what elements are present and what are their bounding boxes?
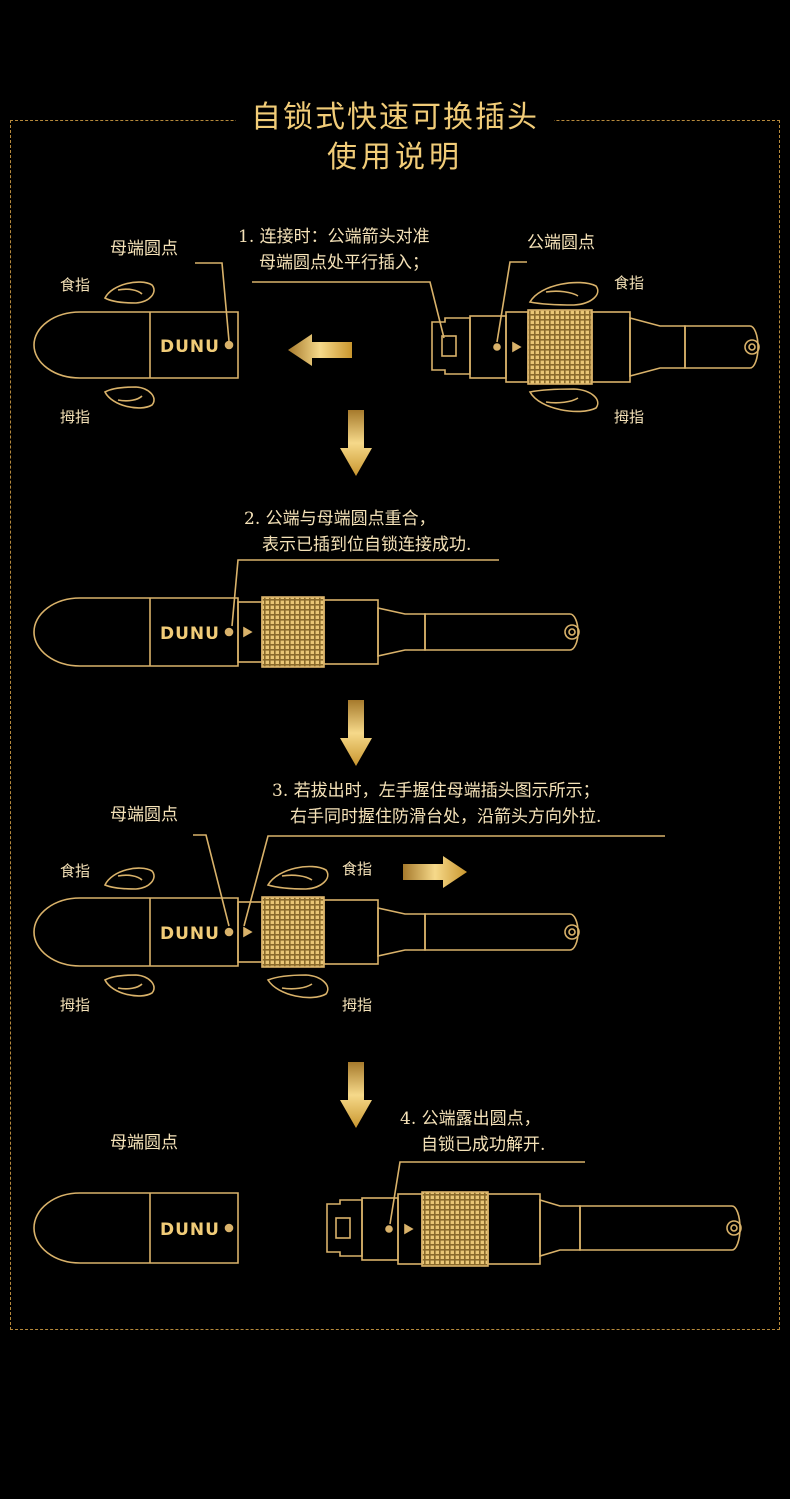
assembled-plug-2 [33,596,580,668]
index-finger-left-1 [103,281,155,304]
pointer-step2 [231,559,499,627]
page-subtitle: 使用说明 [327,140,463,175]
arrow-left-icon [288,334,352,366]
step3-female-dot-label: 母端圆点 [110,805,178,825]
brand-logo-1: DUNU [160,337,220,357]
pointer-female-1 [195,262,230,342]
male-plug-4 [326,1191,742,1267]
brand-logo-2: DUNU [160,624,220,644]
index-finger-right-1 [528,281,599,306]
step3-line2: 右手同时握住防滑台处，沿箭头方向外拉. [290,807,602,827]
step3-line1: 3. 若拔出时，左手握住母端插头图示所示； [272,781,600,801]
female-plug-4 [33,1192,239,1264]
step1-thumb-right: 拇指 [614,408,645,426]
pointer-step1 [252,281,445,339]
step1-female-dot-label: 母端圆点 [110,239,178,259]
step1-index-right: 食指 [614,274,645,292]
step2-line1: 2. 公端与母端圆点重合， [244,509,436,529]
step3-index-left: 食指 [60,862,91,880]
pointer-step3 [243,835,665,927]
male-plug-1 [431,309,760,385]
step1-line2: 母端圆点处平行插入； [259,253,429,273]
step3-index-right: 食指 [342,860,373,878]
pointer-male-1 [496,261,527,343]
pointer-step4 [389,1161,585,1225]
arrow-down-icon-2 [340,700,372,766]
arrow-down-icon-1 [340,410,372,476]
step1-male-dot-label: 公端圆点 [527,233,595,253]
index-finger-left-3 [103,867,155,890]
step3-thumb-right: 拇指 [342,996,373,1014]
step4-female-dot-label: 母端圆点 [110,1133,178,1153]
index-finger-right-3 [266,865,329,890]
page-title: 自锁式快速可换插头 [251,100,539,135]
female-plug-1 [33,311,239,379]
step3-thumb-left: 拇指 [60,996,91,1014]
pointer-female-3 [193,834,230,927]
step1-line1: 1. 连接时：公端箭头对准 [238,227,430,247]
brand-logo-4: DUNU [160,1220,220,1240]
step4-line2: 自锁已成功解开. [421,1135,546,1155]
thumb-left-1 [103,386,155,409]
arrow-right-icon [403,856,467,888]
assembled-plug-3 [33,896,580,968]
step1-thumb-left: 拇指 [60,408,91,426]
thumb-right-1 [528,388,599,413]
brand-logo-3: DUNU [160,924,220,944]
thumb-right-3 [266,974,329,999]
arrow-down-icon-3 [340,1062,372,1128]
title-block: 自锁式快速可换插头 使用说明 [236,96,554,180]
step2-line2: 表示已插到位自锁连接成功. [262,535,472,555]
thumb-left-3 [103,974,155,997]
step4-line1: 4. 公端露出圆点， [400,1109,541,1129]
step1-index-left: 食指 [60,276,91,294]
